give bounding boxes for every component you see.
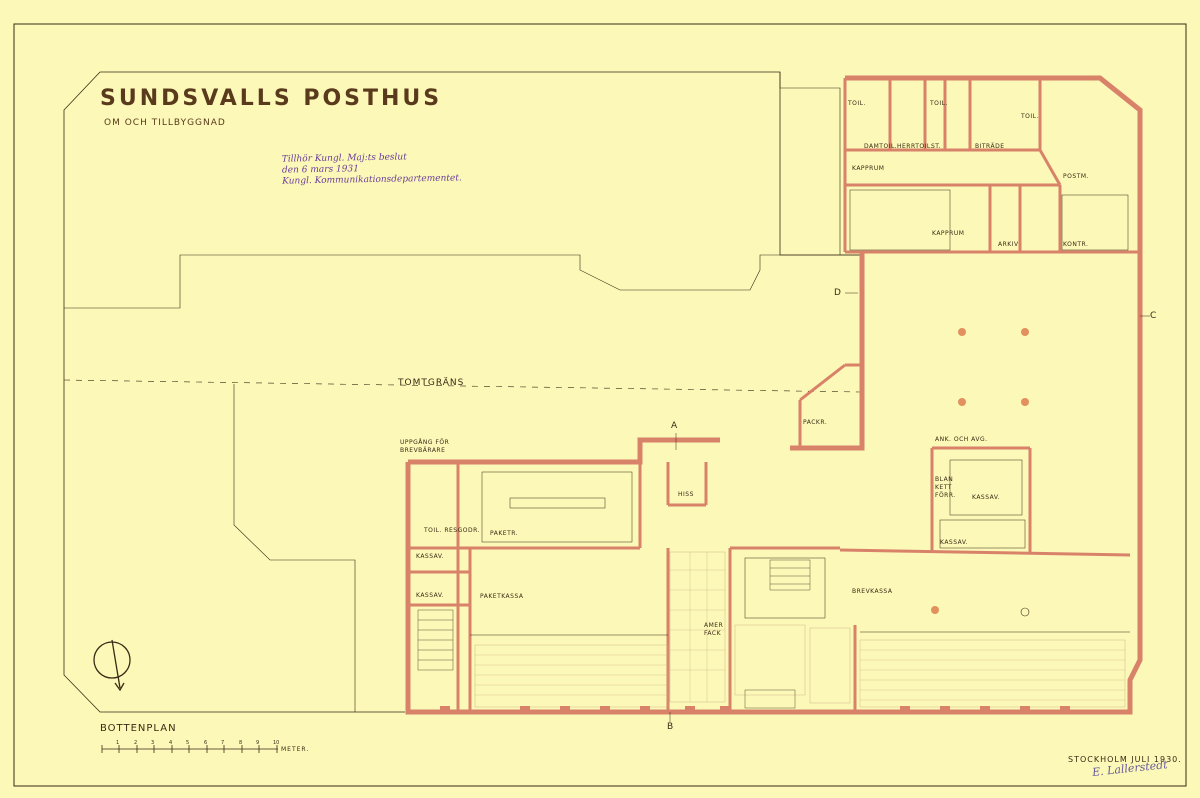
room-label-brevkassa: BREVKASSA [852, 588, 893, 595]
property-line-label: TOMTGRÄNS [398, 378, 465, 388]
interior-walls [408, 78, 1140, 712]
scale-number: 1 [116, 740, 120, 746]
room-label-amer-fack: AMER FACK [704, 622, 724, 637]
section-marker-b: B [667, 722, 675, 732]
exterior-walls [405, 75, 1143, 715]
scale-number: 2 [134, 740, 138, 746]
room-label-blankett: BLAN KETT FÖRR. [935, 476, 956, 499]
room-label-toil-1: TOIL. [848, 100, 866, 107]
room-label-kassav-1: KASSAV. [972, 494, 1001, 501]
scale-number: 4 [169, 740, 173, 746]
neighbor-outline-2 [233, 384, 356, 712]
scale-bar [101, 745, 278, 753]
drawing-title: SUNDSVALLS POSTHUS [100, 86, 443, 111]
counter-lines [470, 189, 1130, 636]
room-label-bitrade: BITRÄDE [975, 143, 1005, 150]
room-label-paketkassa: PAKETKASSA [480, 593, 524, 600]
scale-number: 9 [256, 740, 260, 746]
section-lines [669, 292, 1150, 722]
room-label-kapprum-1: KAPPRUM [852, 165, 885, 172]
scale-number: 10 [273, 740, 280, 746]
scale-number: 7 [221, 740, 225, 746]
scale-number: 3 [151, 740, 155, 746]
tile-grid [475, 552, 1125, 702]
section-marker-d: D [834, 288, 842, 298]
room-label-toil-2: TOIL. [930, 100, 948, 107]
section-marker-a: A [671, 421, 679, 431]
scale-number: 6 [204, 740, 208, 746]
place-and-date: STOCKHOLM JULI 1930. [1068, 755, 1182, 764]
plan-title: BOTTENPLAN [100, 723, 177, 734]
room-label-packr: PACKR. [803, 419, 828, 426]
room-label-st: ST. [931, 143, 942, 150]
stairs [417, 559, 811, 709]
room-label-postm: POSTM. [1063, 173, 1089, 180]
tiled-floors [474, 551, 1126, 708]
room-label-hiss: HISS [678, 491, 694, 498]
scale-number: 8 [239, 740, 243, 746]
plot-outline-left [63, 71, 405, 713]
sheet-border [13, 23, 1187, 787]
north-arrow-icon [93, 639, 131, 692]
room-label-ank-och-avg: ANK. OCH AVG. [935, 436, 988, 443]
room-label-kassav-4: KASSAV. [416, 592, 445, 599]
columns [931, 328, 1029, 614]
room-label-herrtoil: HERRTOIL. [897, 143, 934, 150]
room-label-damtoil: DAMTOIL. [864, 143, 898, 150]
room-label-toil-3: TOIL. [1021, 113, 1039, 120]
room-label-uppgang: UPPGÅNG FÖR BREVBÄRARE [400, 439, 450, 454]
scale-number: 5 [186, 740, 190, 746]
room-label-kapprum-2: KAPPRUM [932, 230, 965, 237]
room-label-kontr: KONTR. [1063, 241, 1089, 248]
room-label-arkiv: ARKIV [998, 241, 1019, 248]
room-label-kassav-3: KASSAV. [416, 553, 445, 560]
room-label-kassav-2: KASSAV. [940, 539, 969, 546]
room-label-toil-resgods: TOIL. RESGODR. [424, 527, 480, 534]
approval-stamp: Tillhör Kungl. Maj:ts beslut den 6 mars … [282, 151, 462, 187]
property-line [63, 379, 861, 393]
room-label-paketr: PAKETR. [490, 530, 519, 537]
drawing-subtitle: OM OCH TILLBYGGNAD [104, 118, 226, 128]
facade-piers [440, 706, 1070, 714]
scale-unit: METER. [281, 746, 310, 753]
neighbor-outline [64, 254, 860, 309]
section-marker-c: C [1150, 311, 1158, 321]
